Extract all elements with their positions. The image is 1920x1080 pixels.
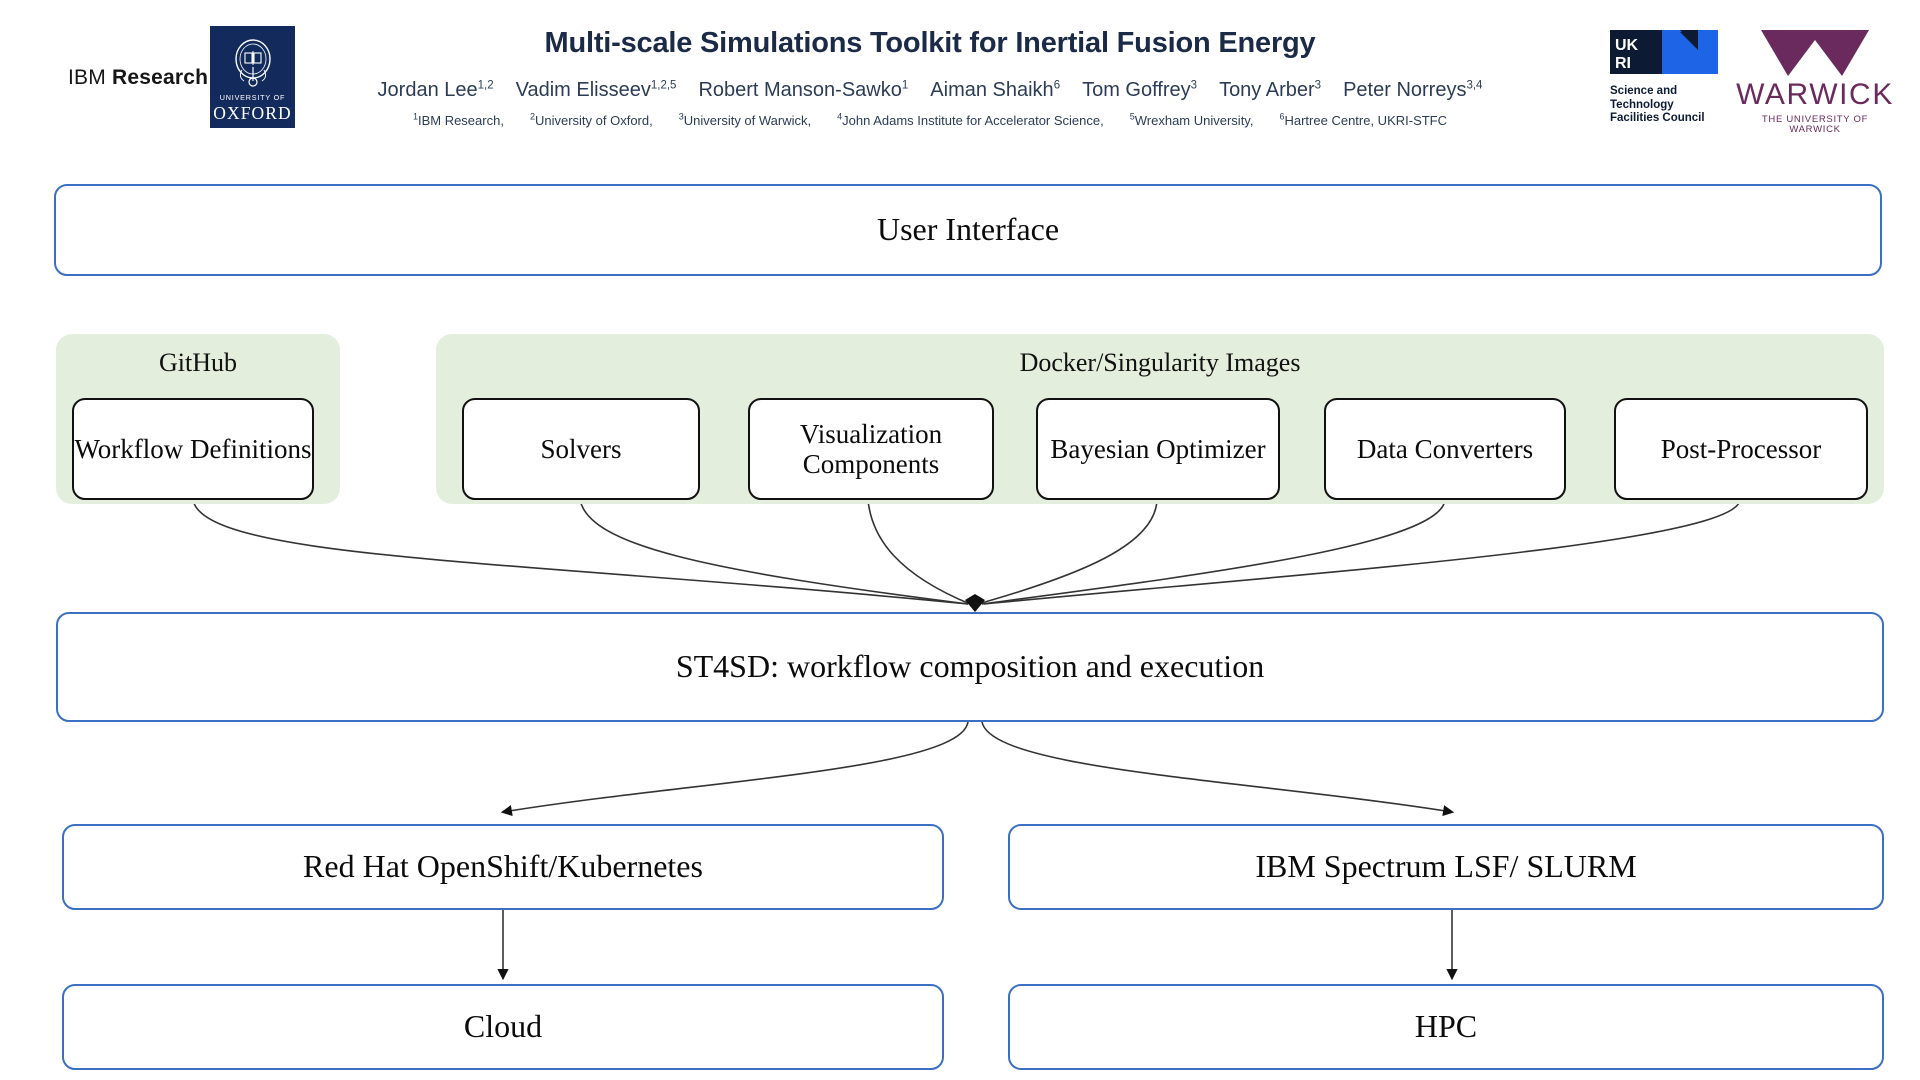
author-entry: Robert Manson-Sawko1: [698, 79, 908, 101]
author-affiliation-marker: 3: [1314, 79, 1322, 92]
university-of-oxford-logo: UNIVERSITY OF OXFORD: [210, 26, 295, 128]
node-user-interface[interactable]: User Interface: [54, 184, 1882, 276]
ukri-logo-caption: Science and Technology Facilities Counci…: [1610, 85, 1718, 126]
university-of-warwick-logo: WARWICK THE UNIVERSITY OF WARWICK: [1735, 26, 1895, 134]
affiliation-text: IBM Research,: [417, 113, 504, 129]
author-entry: Jordan Lee1,2: [378, 79, 494, 101]
oxford-logo-name: OXFORD: [213, 102, 292, 123]
affiliation-text: University of Oxford,: [534, 113, 653, 129]
group-docker-singularity-images-label: Docker/Singularity Images: [1019, 348, 1301, 377]
ukri-mark-icon: UK RI: [1610, 30, 1718, 80]
node-lsf-slurm-label: IBM Spectrum LSF/ SLURM: [1255, 848, 1637, 885]
affiliation-marker: 3: [678, 112, 684, 122]
author-affiliation-marker: 1,2: [477, 79, 494, 92]
ibm-logo-word: IBM: [68, 66, 106, 89]
affiliation-marker: 4: [837, 112, 843, 122]
node-solvers-label: Solvers: [540, 433, 622, 464]
author-name: Aiman Shaikh: [930, 79, 1054, 101]
author-entry: Vadim Elisseev1,2,5: [516, 79, 677, 101]
affiliation-text: Wrexham University,: [1134, 113, 1254, 129]
node-cloud-label: Cloud: [463, 1008, 543, 1045]
affiliation-text: John Adams Institute for Accelerator Sci…: [842, 113, 1104, 129]
author-affiliation-marker: 6: [1053, 79, 1061, 92]
node-workflow-definitions[interactable]: Workflow Definitions: [72, 398, 314, 500]
node-workflow-definitions-label: Workflow Definitions: [74, 433, 312, 464]
author-name: Peter Norreys: [1343, 79, 1467, 101]
ukri-caption-line3: Facilities Council: [1610, 112, 1705, 124]
author-name: Vadim Elisseev: [515, 79, 651, 101]
author-entry: Tony Arber3: [1219, 79, 1321, 101]
page-title: Multi-scale Simulations Toolkit for Iner…: [544, 27, 1316, 59]
warwick-logo-name: WARWICK: [1736, 78, 1894, 111]
node-post-processor-label: Post-Processor: [1660, 433, 1822, 464]
author-affiliation-marker: 1,2,5: [650, 79, 677, 92]
oxford-logo-supertext: UNIVERSITY OF: [219, 93, 286, 103]
affiliation-entry: 3University of Warwick,: [678, 112, 812, 129]
node-hpc-label: HPC: [1414, 1008, 1478, 1045]
node-st4sd[interactable]: ST4SD: workflow composition and executio…: [56, 612, 1884, 722]
node-hpc[interactable]: HPC: [1008, 984, 1884, 1070]
warwick-logo-subtitle: THE UNIVERSITY OF WARWICK: [1761, 114, 1869, 135]
affiliation-text: University of Warwick,: [683, 113, 812, 129]
affiliation-entry: 5Wrexham University,: [1129, 112, 1254, 129]
author-affiliation-marker: 1: [901, 79, 909, 92]
node-data-converters-label: Data Converters: [1356, 433, 1534, 464]
author-name: Jordan Lee: [377, 79, 478, 101]
affiliation-entry: 1IBM Research,: [412, 112, 504, 129]
ibm-research-logo: IBM Research: [68, 66, 208, 90]
node-openshift-kubernetes-label: Red Hat OpenShift/Kubernetes: [303, 848, 703, 885]
ukri-caption-line1: Science and: [1610, 85, 1678, 97]
affiliation-marker: 1: [412, 112, 418, 122]
svg-text:UK: UK: [1615, 37, 1639, 54]
svg-text:RI: RI: [1615, 55, 1631, 72]
ukri-stfc-logo: UK RI Science and Technology Facilities …: [1610, 28, 1718, 128]
author-entry: Peter Norreys3,4: [1343, 79, 1482, 101]
affiliation-entry: 2University of Oxford,: [529, 112, 653, 129]
node-data-converters[interactable]: Data Converters: [1324, 398, 1566, 500]
node-bayesian-optimizer[interactable]: Bayesian Optimizer: [1036, 398, 1280, 500]
node-openshift-kubernetes[interactable]: Red Hat OpenShift/Kubernetes: [62, 824, 944, 910]
oxford-crest-icon: [230, 37, 276, 91]
author-list: Jordan Lee1,2 Vadim Elisseev1,2,5 Robert M…: [300, 79, 1560, 102]
affiliation-text: Hartree Centre, UKRI-STFC: [1284, 113, 1448, 129]
group-github-label: GitHub: [159, 348, 237, 377]
affiliation-marker: 2: [529, 112, 535, 122]
node-visualization-components[interactable]: Visualization Components: [748, 398, 994, 500]
warwick-w-icon: [1735, 26, 1895, 78]
node-user-interface-label: User Interface: [876, 211, 1060, 248]
affiliation-entry: 6Hartree Centre, UKRI-STFC: [1279, 112, 1448, 129]
author-entry: Aiman Shaikh6: [930, 79, 1060, 101]
affiliation-entry: 4John Adams Institute for Accelerator Sc…: [837, 112, 1104, 129]
ibm-logo-research-word: Research: [111, 66, 209, 89]
affiliation-marker: 5: [1129, 112, 1135, 122]
author-entry: Tom Goffrey3: [1082, 79, 1197, 101]
node-cloud[interactable]: Cloud: [62, 984, 944, 1070]
affiliation-marker: 6: [1279, 112, 1285, 122]
affiliation-list: 1IBM Research,2University of Oxford,3Uni…: [300, 112, 1560, 128]
author-affiliation-marker: 3,4: [1466, 79, 1483, 92]
author-affiliation-marker: 3: [1190, 79, 1198, 92]
node-st4sd-label: ST4SD: workflow composition and executio…: [675, 648, 1265, 685]
page-header: IBM Research UNIVERSITY OF OXFORD Multi-…: [0, 0, 1920, 160]
node-solvers[interactable]: Solvers: [462, 398, 700, 500]
node-visualization-components-label: Visualization Components: [799, 418, 943, 479]
node-post-processor[interactable]: Post-Processor: [1614, 398, 1868, 500]
ukri-caption-line2: Technology: [1610, 98, 1674, 111]
author-name: Robert Manson-Sawko: [698, 79, 902, 101]
author-name: Tom Goffrey: [1082, 79, 1191, 101]
author-name: Tony Arber: [1219, 79, 1315, 101]
node-lsf-slurm[interactable]: IBM Spectrum LSF/ SLURM: [1008, 824, 1884, 910]
node-bayesian-optimizer-label: Bayesian Optimizer: [1050, 433, 1266, 464]
